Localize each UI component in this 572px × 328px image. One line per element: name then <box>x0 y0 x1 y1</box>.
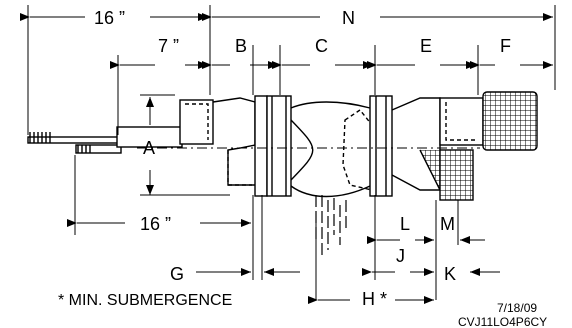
valve-body-top <box>290 101 371 109</box>
dim-c: C <box>315 36 328 56</box>
end-screen <box>482 91 538 151</box>
dim-l: L <box>400 214 410 234</box>
inlet-fitting <box>179 99 214 145</box>
outlet-fitting <box>439 97 484 146</box>
dim-f: F <box>500 36 511 56</box>
dim-m: M <box>440 214 455 234</box>
valve-drawing <box>27 91 538 255</box>
drawing-code: CVJ11LO4P6CY <box>458 315 547 328</box>
dim-k: K <box>444 264 456 284</box>
outlet-mesh-block <box>439 149 474 201</box>
inlet-body <box>212 97 256 186</box>
dim-j: J <box>396 246 405 266</box>
dim-b: B <box>235 36 247 56</box>
left-flange <box>266 95 292 197</box>
dim-g: G <box>170 264 184 284</box>
valve-waist-left <box>290 119 314 181</box>
dim-a: A <box>143 138 155 158</box>
left-flange-outer <box>254 95 268 197</box>
pipe-thread <box>29 132 51 143</box>
lower-pipe-thread <box>75 144 122 154</box>
dimension-lines <box>20 5 556 304</box>
dim-h: H * <box>362 289 387 309</box>
drawing-date: 7/18/09 <box>497 301 537 315</box>
right-flange <box>369 95 393 197</box>
valve-body-bottom <box>290 185 371 198</box>
dimension-labels: 16 ” N 7 ” B C E F A 16 ” L M J G K H * … <box>58 8 547 328</box>
min-submergence-note: * MIN. SUBMERGENCE <box>58 292 232 309</box>
outlet-lower-mesh <box>419 149 441 191</box>
dim-7: 7 ” <box>158 36 179 56</box>
submerged-streaks <box>315 195 347 255</box>
dim-16-top: 16 ” <box>94 8 125 28</box>
dim-n: N <box>342 8 355 28</box>
dim-16-lower: 16 ” <box>140 214 171 234</box>
dim-e: E <box>420 36 432 56</box>
valve-disc <box>342 109 373 191</box>
